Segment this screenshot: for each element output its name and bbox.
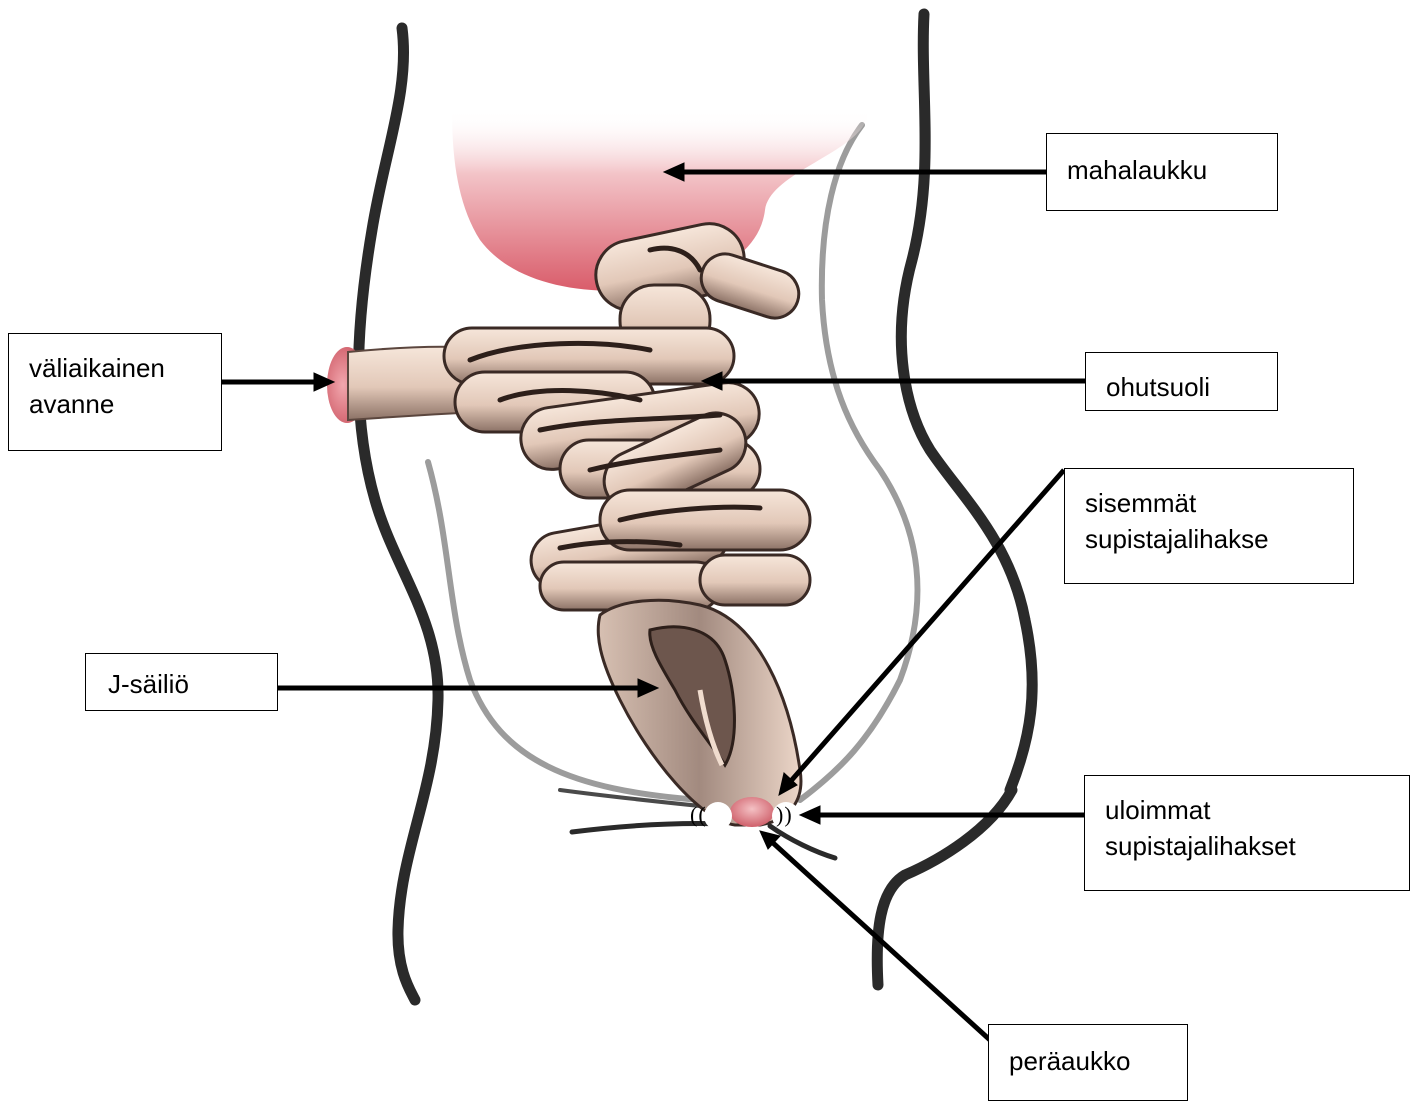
perineum-line-right (770, 826, 835, 858)
label-j-sailio-text: J-säiliö (108, 666, 277, 702)
body-outline-right-upper (901, 14, 1032, 790)
label-perauukko-text: peräaukko (1009, 1043, 1187, 1079)
label-ohutsuoli-text: ohutsuoli (1106, 369, 1277, 405)
label-ohutsuoli: ohutsuoli (1085, 352, 1278, 411)
label-j-sailio: J-säiliö (85, 653, 278, 711)
sphincter-mark-right: )) (776, 802, 793, 828)
label-uloimmat-line2: supistajalihakset (1105, 828, 1409, 864)
label-perauukko: peräaukko (988, 1024, 1188, 1101)
label-sisemmat-line2: supistajalihakse (1085, 521, 1353, 557)
sphincter-white-left (704, 802, 732, 830)
label-sisemmat-line1: sisemmät (1085, 485, 1353, 521)
sphincter-mark-left: (( (690, 802, 707, 828)
pelvic-outline-right (800, 125, 917, 800)
label-mahalaukku: mahalaukku (1046, 133, 1278, 211)
label-mahalaukku-text: mahalaukku (1067, 152, 1277, 188)
label-valiaikainen-line1: väliaikainen (29, 350, 221, 386)
label-uloimmat-supistajalihakset: uloimmat supistajalihakset (1084, 775, 1410, 891)
label-valiaikainen-avanne: väliaikainen avanne (8, 333, 222, 451)
label-uloimmat-line1: uloimmat (1105, 792, 1409, 828)
label-sisemmat-supistajalihakse: sisemmät supistajalihakse (1064, 468, 1354, 584)
small-intestine (444, 217, 810, 610)
body-outline-left (359, 28, 439, 1000)
anus (730, 797, 774, 827)
label-valiaikainen-line2: avanne (29, 386, 221, 422)
